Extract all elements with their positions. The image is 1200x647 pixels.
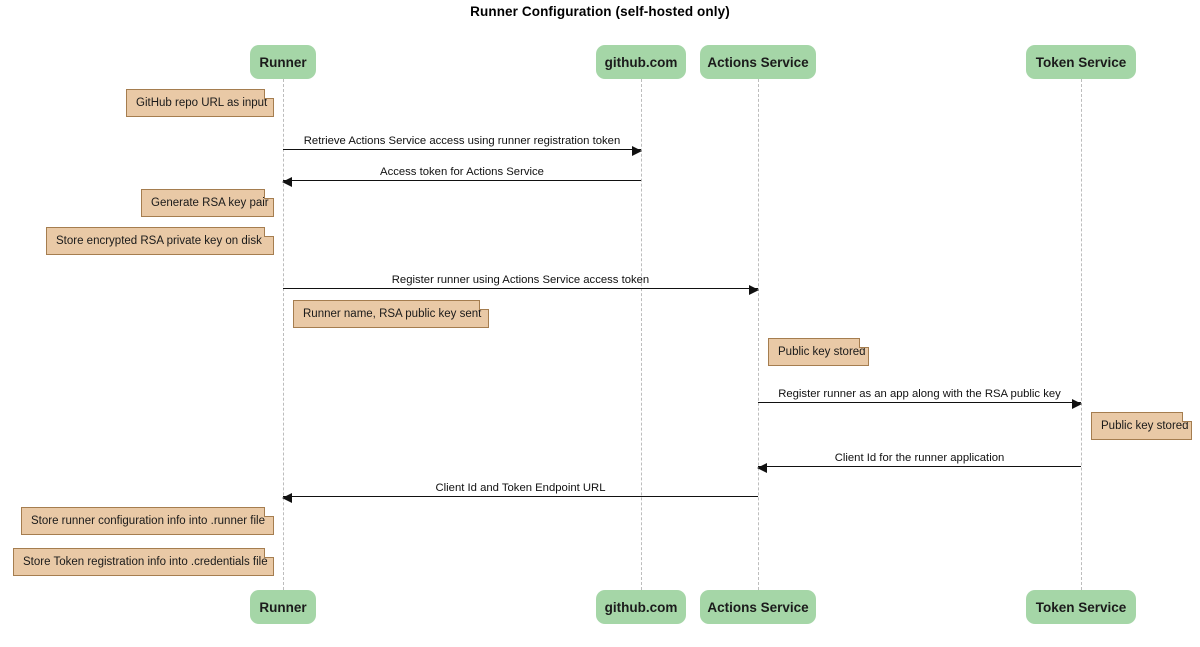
lifeline-token (1081, 79, 1082, 590)
msg-register-runner: Register runner using Actions Service ac… (283, 265, 759, 295)
participant-token-bottom[interactable]: Token Service (1026, 590, 1136, 624)
msg-retrieve-actions-access: Retrieve Actions Service access using ru… (283, 126, 642, 156)
lifeline-actions (758, 79, 759, 590)
note-text: Runner name, RSA public key sent (303, 308, 482, 320)
msg-client-id-and-endpoint: Client Id and Token Endpoint URL (282, 473, 758, 503)
note-text: GitHub repo URL as input (136, 97, 268, 109)
note-fold-corner-icon (264, 227, 274, 237)
message-line (283, 288, 758, 289)
note-runner-name-public-key: Runner name, RSA public key sent (293, 300, 489, 328)
message-label: Access token for Actions Service (380, 166, 544, 178)
note-fold-corner-icon (264, 189, 274, 199)
note-fold-corner-icon (264, 507, 274, 517)
note-github-repo-url: GitHub repo URL as input (126, 89, 274, 117)
participant-label: github.com (604, 599, 678, 615)
participant-actions-bottom[interactable]: Actions Service (700, 590, 816, 624)
note-fold-corner-icon (264, 548, 274, 558)
msg-client-id: Client Id for the runner application (757, 443, 1081, 473)
message-line (758, 466, 1081, 467)
message-label: Register runner as an app along with the… (778, 388, 1061, 400)
note-text: Generate RSA key pair (151, 197, 269, 209)
participant-label: Runner (259, 54, 307, 70)
msg-access-token: Access token for Actions Service (282, 157, 641, 187)
participant-label: Token Service (1035, 599, 1127, 615)
note-generate-rsa: Generate RSA key pair (141, 189, 274, 217)
participant-github-bottom[interactable]: github.com (596, 590, 686, 624)
message-line (283, 180, 641, 181)
message-line (758, 402, 1081, 403)
participant-label: Actions Service (707, 54, 809, 70)
note-store-runner-config: Store runner configuration info into .ru… (21, 507, 274, 535)
message-line (283, 496, 758, 497)
message-label: Client Id for the runner application (834, 452, 1005, 464)
arrowhead-icon (632, 145, 642, 156)
message-label: Register runner using Actions Service ac… (391, 274, 650, 286)
note-fold-corner-icon (859, 338, 869, 348)
participant-token-top[interactable]: Token Service (1026, 45, 1136, 79)
message-label: Client Id and Token Endpoint URL (435, 482, 606, 494)
msg-register-runner-as-app: Register runner as an app along with the… (758, 379, 1082, 409)
participant-label: Token Service (1035, 54, 1127, 70)
note-text: Store runner configuration info into .ru… (31, 515, 265, 527)
participant-runner-bottom[interactable]: Runner (250, 590, 316, 624)
note-text: Store Token registration info into .cred… (23, 556, 268, 568)
note-public-key-stored-actions: Public key stored (768, 338, 869, 366)
arrowhead-icon (1072, 398, 1082, 409)
lifeline-runner (283, 79, 284, 590)
arrowhead-icon (749, 284, 759, 295)
note-text: Public key stored (778, 346, 866, 358)
participant-label: Actions Service (707, 599, 809, 615)
participant-label: github.com (604, 54, 678, 70)
note-public-key-stored-token: Public key stored (1091, 412, 1192, 440)
arrowhead-icon (282, 492, 292, 503)
note-text: Store encrypted RSA private key on disk (56, 235, 262, 247)
arrowhead-icon (282, 176, 292, 187)
note-text: Public key stored (1101, 420, 1189, 432)
participant-runner-top[interactable]: Runner (250, 45, 316, 79)
participant-github-top[interactable]: github.com (596, 45, 686, 79)
message-label: Retrieve Actions Service access using ru… (303, 135, 621, 147)
arrowhead-icon (757, 462, 767, 473)
page-title: Runner Configuration (self-hosted only) (470, 4, 730, 19)
note-store-private-key: Store encrypted RSA private key on disk (46, 227, 274, 255)
message-line (283, 149, 641, 150)
note-fold-corner-icon (479, 300, 489, 310)
note-fold-corner-icon (1182, 412, 1192, 422)
participant-label: Runner (259, 599, 307, 615)
lifeline-github (641, 79, 642, 590)
note-fold-corner-icon (264, 89, 274, 99)
participant-actions-top[interactable]: Actions Service (700, 45, 816, 79)
note-store-token-registration: Store Token registration info into .cred… (13, 548, 274, 576)
